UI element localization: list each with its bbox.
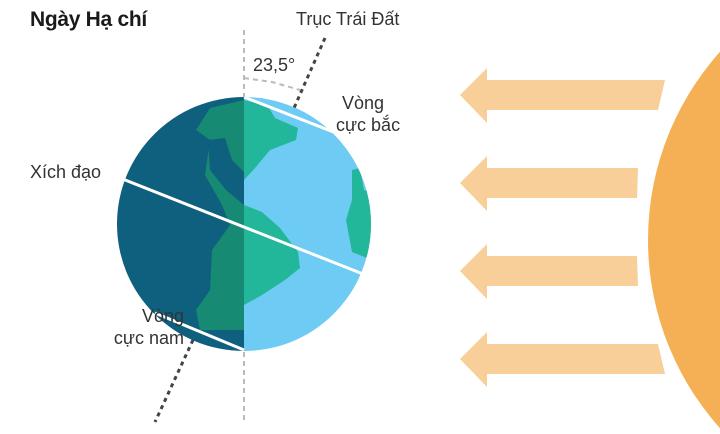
earth-axis-label: Trục Trái Đất — [296, 9, 400, 29]
angle-guide — [243, 77, 301, 91]
sun-ray-arrow-icon — [460, 332, 665, 387]
earth-axis-line — [153, 339, 195, 423]
sun-rays — [460, 68, 665, 387]
sun-ray-arrow-icon — [460, 244, 638, 299]
earth-axis-line — [292, 37, 327, 109]
sun-ray-arrow-icon — [460, 156, 638, 211]
tilt-angle-label: 23,5° — [253, 55, 296, 75]
antarctic-circle-label: Vòng cực nam — [113, 306, 184, 348]
arctic-circle-label: Vòng cực bắc — [336, 93, 401, 135]
sun-ray-arrow-icon — [460, 68, 665, 123]
sun — [648, 51, 720, 429]
diagram-title: Ngày Hạ chí — [30, 8, 147, 31]
equator-label: Xích đạo — [30, 162, 102, 182]
arctic-circle-line — [243, 95, 337, 135]
equator-line — [119, 176, 364, 276]
antarctic-circle-line — [154, 311, 245, 352]
